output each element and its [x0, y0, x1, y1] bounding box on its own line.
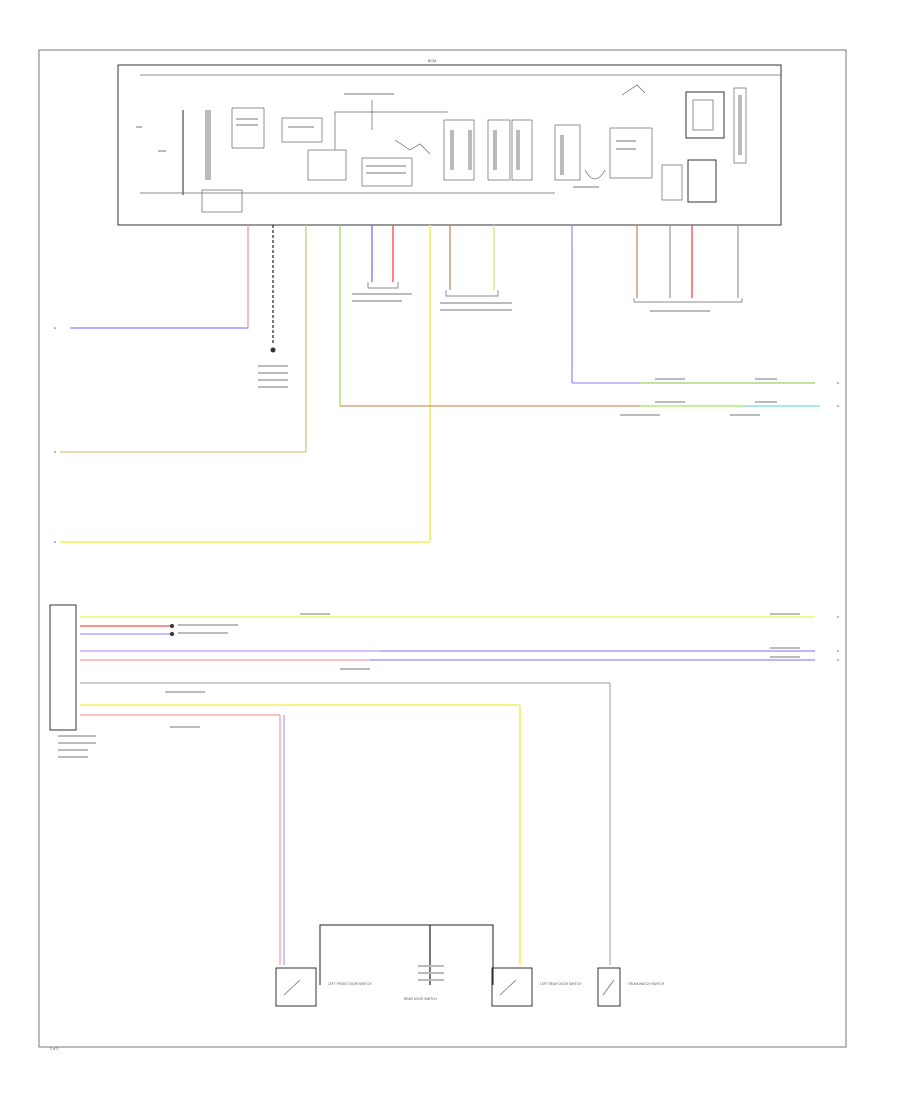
connector-brackets [258, 282, 743, 388]
wire-end-markers [54, 327, 839, 661]
bottom-switches: LEFT FRONT DOOR SWITCH REAR DOOR SWITCH … [275, 924, 665, 1007]
bottom-label-3: LEFT REAR DOOR SWITCH [540, 982, 582, 986]
bottom-label-4: TRUNK/HATCH SWITCH [628, 982, 665, 986]
bottom-label-1: LEFT FRONT DOOR SWITCH [328, 982, 372, 986]
bcm-title: BCM [428, 59, 436, 63]
bottom-label-2: REAR DOOR SWITCH [404, 997, 437, 1001]
wires-horizontal-upper [60, 327, 820, 543]
lower-connector [49, 604, 815, 965]
diagram-frame [38, 49, 847, 1048]
bcm-module: BCM [117, 59, 782, 226]
wires-top [247, 225, 739, 542]
page-number: 2 of 3 [50, 1047, 58, 1051]
